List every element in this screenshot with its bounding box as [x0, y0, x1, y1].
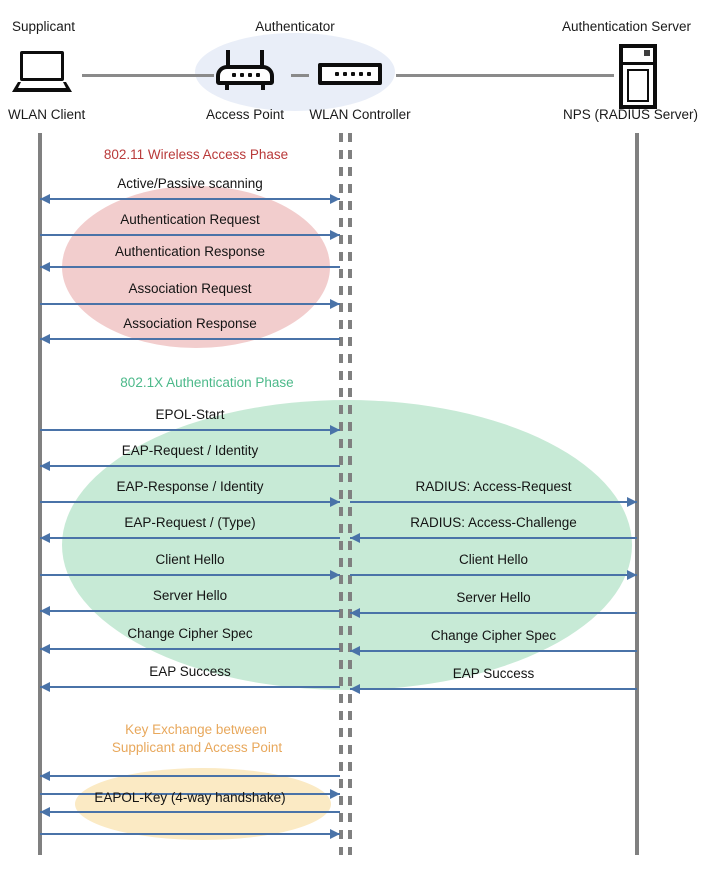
- message-label: Active/Passive scanning: [117, 176, 263, 191]
- lifeline-authentication-server: [635, 133, 639, 855]
- lifeline-supplicant: [38, 133, 42, 855]
- message-label: Server Hello: [152, 588, 228, 603]
- device-label-nps-radius-server: NPS (RADIUS Server): [562, 107, 699, 122]
- message-label: Authentication Request: [120, 212, 260, 227]
- device-label-wlan-controller: WLAN Controller: [309, 107, 411, 122]
- wire-controller-to-server: [396, 74, 614, 77]
- message-label: Authentication Response: [114, 244, 266, 259]
- device-label-wlan-client: WLAN Client: [8, 107, 86, 122]
- role-title-authentication-server: Authentication Server: [561, 19, 692, 34]
- phase-label-keyexchange-line2: Supplicant and Access Point: [111, 740, 283, 755]
- message-label: EAPOL-Key (4-way handshake): [94, 790, 286, 805]
- message-label: Change Cipher Spec: [127, 626, 253, 641]
- message-label: RADIUS: Access-Challenge: [410, 515, 577, 530]
- lifeline-access-point: [339, 133, 343, 855]
- message-label: RADIUS: Access-Request: [415, 479, 572, 494]
- message-label: Client Hello: [458, 552, 529, 567]
- phase-label-8021x: 802.1X Authentication Phase: [120, 375, 294, 390]
- message-label: Association Response: [123, 316, 257, 331]
- message-label: Association Request: [128, 281, 252, 296]
- role-title-authenticator: Authenticator: [255, 19, 335, 34]
- message-label: EAP Success: [149, 664, 231, 679]
- lifeline-wlan-controller: [348, 133, 352, 855]
- access-point-icon: [216, 50, 274, 92]
- phase-ellipse-8021x: [62, 400, 632, 690]
- message-label: Client Hello: [155, 552, 225, 567]
- wire-client-to-ap: [82, 74, 214, 77]
- phase-label-80211: 802.11 Wireless Access Phase: [103, 147, 289, 162]
- wlan-controller-icon: [318, 63, 382, 85]
- phase-label-keyexchange-line1: Key Exchange between: [125, 722, 267, 737]
- server-icon: [619, 44, 657, 109]
- wire-ap-to-controller: [291, 74, 309, 77]
- message-label: EAP-Response / Identity: [116, 479, 264, 494]
- phase-ellipse-keyexchange: [75, 768, 331, 840]
- laptop-icon: [12, 51, 72, 93]
- device-label-access-point: Access Point: [205, 107, 285, 122]
- role-title-supplicant: Supplicant: [12, 19, 76, 34]
- message-label: Change Cipher Spec: [430, 628, 557, 643]
- message-label: EAP-Request / (Type): [124, 515, 256, 530]
- message-label: EAP Success: [452, 666, 535, 681]
- message-label: EPOL-Start: [155, 407, 225, 422]
- message-label: EAP-Request / Identity: [121, 443, 259, 458]
- message-label: Server Hello: [456, 590, 531, 605]
